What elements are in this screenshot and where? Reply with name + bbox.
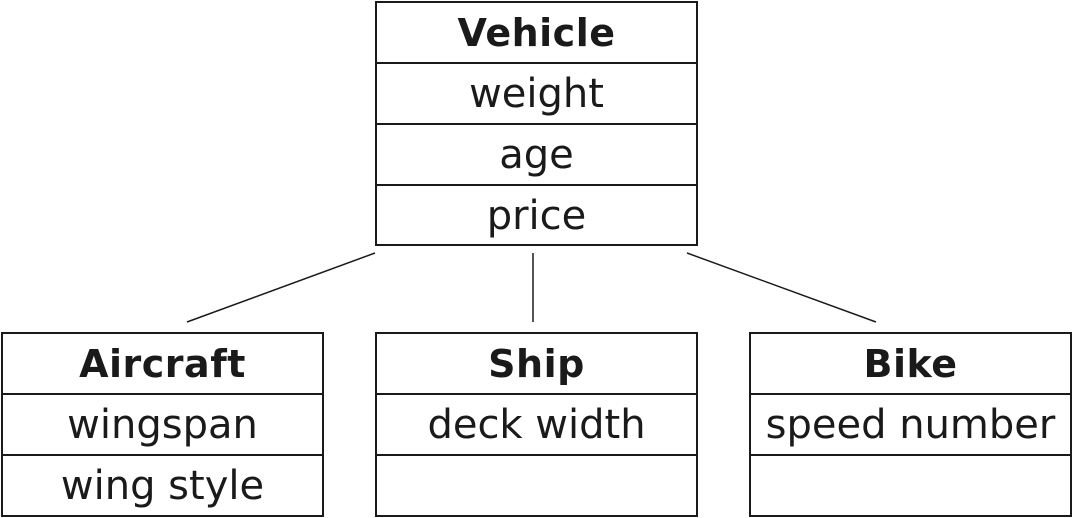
attribute-empty-ship bbox=[377, 456, 696, 515]
attribute-deck-width: deck width bbox=[377, 395, 696, 456]
class-name-bike: Bike bbox=[751, 334, 1070, 395]
class-name-aircraft: Aircraft bbox=[3, 334, 322, 395]
class-box-bike: Bike speed number bbox=[749, 332, 1072, 517]
attribute-weight: weight bbox=[377, 64, 696, 125]
class-box-aircraft: Aircraft wingspan wing style bbox=[1, 332, 324, 517]
attribute-price: price bbox=[486, 192, 587, 239]
attribute-speed-number: speed number bbox=[751, 395, 1070, 456]
attribute-wingspan: wingspan bbox=[3, 395, 322, 456]
class-box-vehicle: Vehicle weight age price bbox=[375, 1, 698, 246]
connector-vehicle-bike bbox=[686, 252, 877, 323]
class-name-vehicle: Vehicle bbox=[377, 3, 696, 64]
connector-vehicle-aircraft bbox=[186, 252, 376, 323]
attribute-age: age bbox=[377, 125, 696, 186]
class-name-ship: Ship bbox=[377, 334, 696, 395]
class-box-ship: Ship deck width bbox=[375, 332, 698, 517]
attribute-empty-bike bbox=[751, 456, 1070, 515]
attribute-wing-style: wing style bbox=[60, 462, 265, 509]
